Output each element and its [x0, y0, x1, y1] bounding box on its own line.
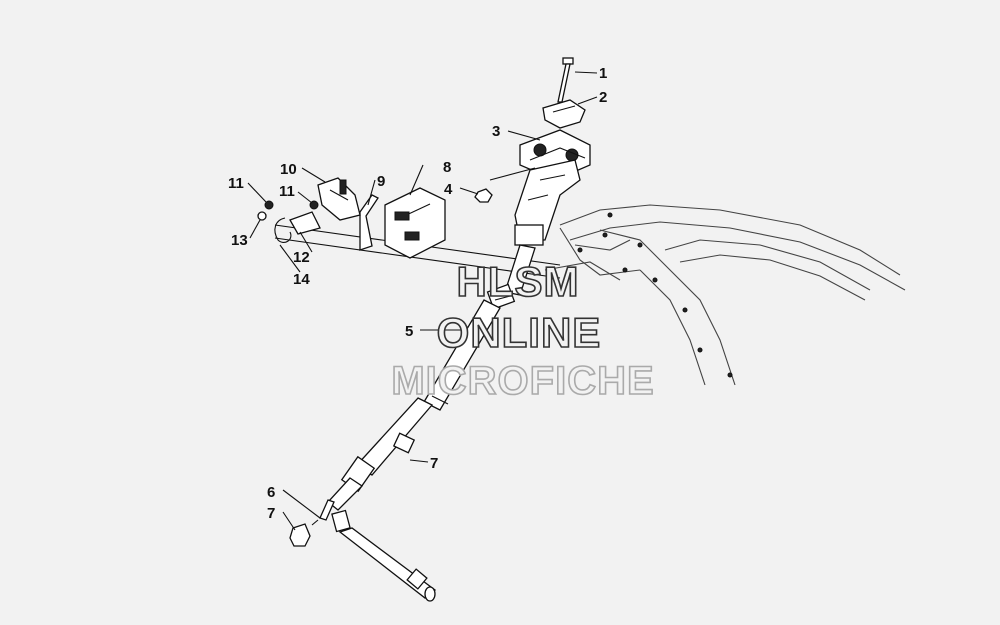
steering-post-housing	[514, 159, 581, 246]
callout-12: 12	[293, 249, 310, 266]
callout-8: 8	[443, 159, 451, 176]
part-5-steering-shaft	[423, 299, 501, 411]
watermark-line-3: MICROFICHE	[391, 359, 654, 403]
part-10-clamp	[317, 177, 361, 221]
watermark-line-1: HLSM	[457, 258, 580, 305]
lower-tube	[327, 397, 434, 511]
callout-4: 4	[444, 181, 453, 198]
part-14-cable	[274, 217, 292, 243]
part-11-bolt-a	[264, 200, 274, 210]
part-9-plate	[359, 194, 379, 251]
part-2-handlebar-cap	[542, 99, 586, 129]
part-7-nut-upper	[392, 432, 416, 454]
vehicle-frame	[544, 204, 906, 386]
part-6-pin	[311, 499, 335, 526]
callout-11-right: 11	[279, 183, 295, 200]
steering-shaft-upper	[486, 244, 536, 310]
leader-lines	[247, 71, 598, 531]
callout-2: 2	[599, 89, 607, 106]
watermark: HLSM ONLINE MICROFICHE	[391, 257, 655, 404]
callout-1: 1	[599, 65, 607, 82]
part-4-nut	[474, 188, 493, 203]
callout-labels: 1 2 3 4 5 6 7 7 8 9 10 11 11 12 13 14	[228, 65, 607, 522]
callout-9: 9	[377, 173, 385, 190]
part-8-bracket	[384, 187, 446, 259]
tie-rod	[331, 509, 437, 602]
callout-14: 14	[293, 271, 310, 288]
callout-7-upper: 7	[430, 455, 438, 472]
watermark-line-2: ONLINE	[437, 309, 602, 356]
callout-7-lower: 7	[267, 505, 275, 522]
callout-10: 10	[280, 161, 297, 178]
callout-6: 6	[267, 484, 275, 501]
callout-11-left: 11	[228, 175, 244, 192]
callout-3: 3	[492, 123, 500, 140]
part-1-bolt	[557, 57, 574, 103]
callout-13: 13	[231, 232, 248, 249]
part-12-bracket	[289, 211, 321, 235]
part-13-washer	[257, 211, 267, 221]
callout-5: 5	[405, 323, 413, 340]
